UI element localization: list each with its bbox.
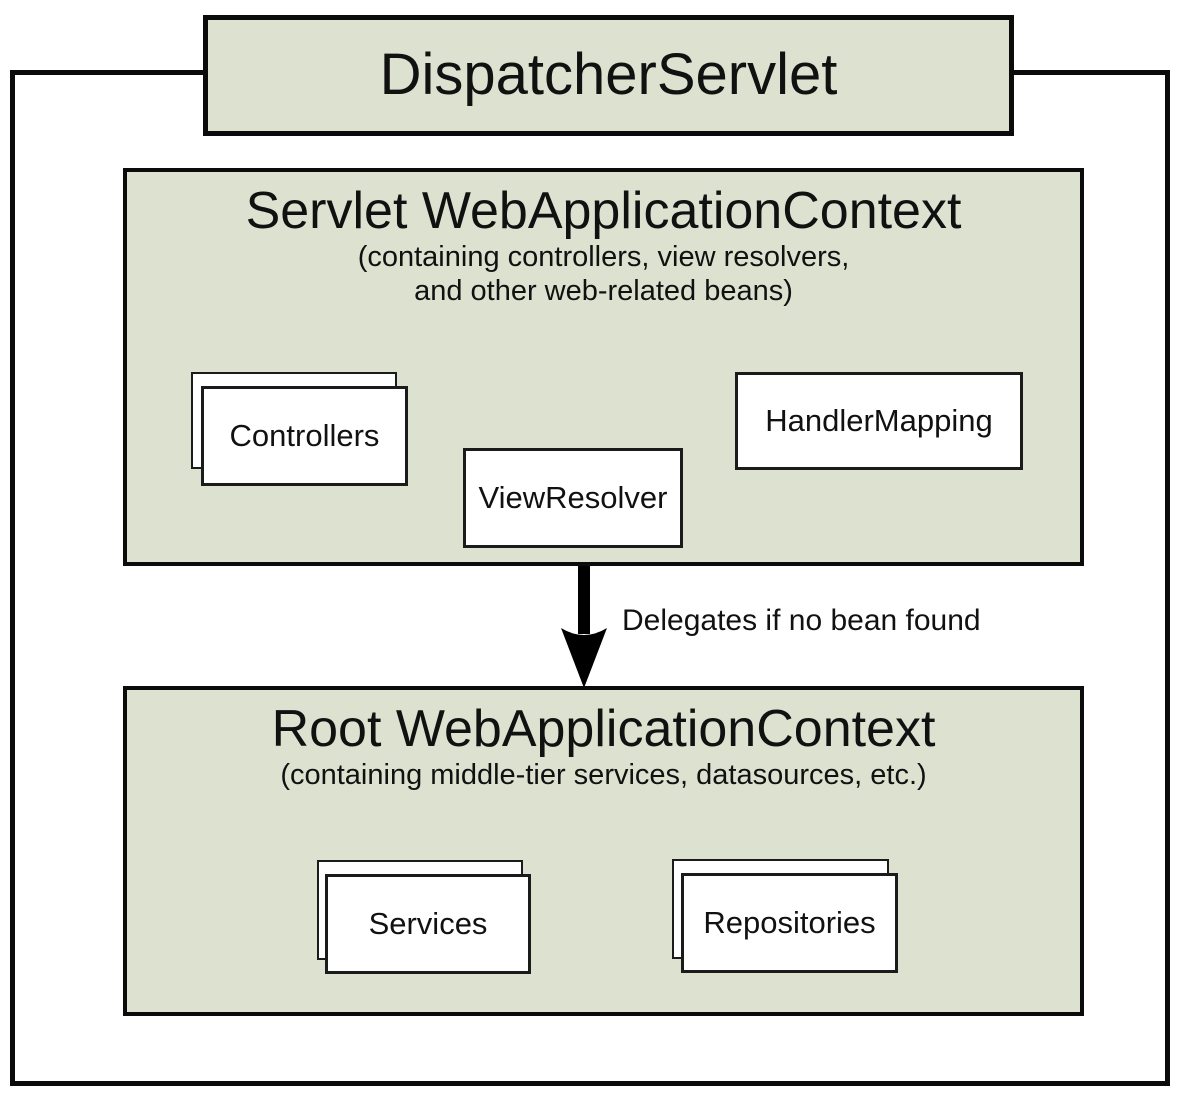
- view-resolver-box: ViewResolver: [463, 448, 683, 548]
- repositories-label: Repositories: [703, 905, 876, 940]
- delegation-arrow-head-icon: [560, 626, 608, 688]
- dispatcher-servlet-box: DispatcherServlet: [203, 15, 1014, 136]
- servlet-context-subtitle-line1: (containing controllers, view resolvers,: [357, 241, 850, 274]
- dispatcher-servlet-label: DispatcherServlet: [379, 42, 838, 108]
- handler-mapping-box: HandlerMapping: [735, 372, 1023, 470]
- delegation-arrow-label: Delegates if no bean found: [622, 604, 981, 637]
- root-context-title: Root WebApplicationContext: [271, 700, 936, 758]
- controllers-label: Controllers: [229, 418, 380, 453]
- delegation-arrow-shaft: [578, 566, 590, 634]
- repositories-box: Repositories: [681, 873, 898, 973]
- services-label: Services: [368, 906, 488, 941]
- services-box: Services: [325, 874, 531, 974]
- root-webapplicationcontext-box: Root WebApplicationContext (containing m…: [123, 686, 1084, 1016]
- servlet-context-subtitle-line2: and other web-related beans): [414, 275, 793, 308]
- root-context-subtitle: (containing middle-tier services, dataso…: [280, 759, 927, 792]
- handler-mapping-label: HandlerMapping: [765, 403, 993, 438]
- servlet-context-title: Servlet WebApplicationContext: [245, 182, 962, 240]
- controllers-box: Controllers: [201, 386, 408, 486]
- view-resolver-label: ViewResolver: [478, 480, 668, 515]
- servlet-webapplicationcontext-box: Servlet WebApplicationContext (containin…: [123, 168, 1084, 566]
